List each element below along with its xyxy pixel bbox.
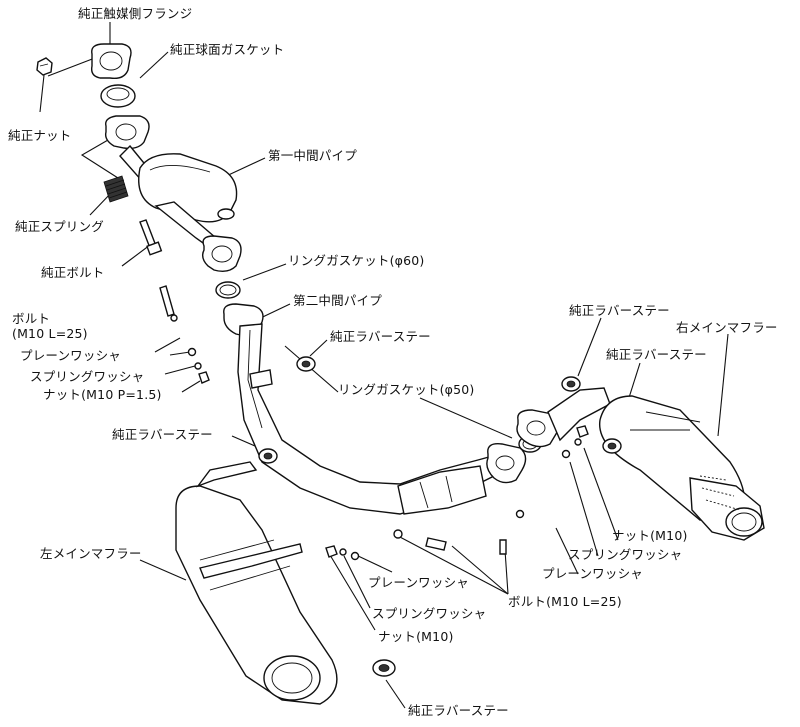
label-left-muffler: 左メインマフラー [40, 546, 142, 561]
second-mid-pipe [223, 303, 501, 515]
label-nut-left: ナット(M10 P=1.5) [43, 387, 162, 402]
genuine-nut [36, 57, 53, 76]
right-joint-flange [486, 443, 527, 484]
left-bolt [159, 285, 178, 322]
joint-flange-60 [201, 235, 242, 273]
label-bolt-left: ボルト [12, 311, 51, 326]
genuine-bolt [139, 219, 163, 256]
label-spring-washer-center: スプリングワッシャ [372, 606, 487, 621]
center-nut-washers [325, 529, 403, 561]
right-nut-washers [561, 425, 589, 459]
bottom-rubber-stay [372, 659, 396, 677]
ring-gasket-60 [215, 281, 241, 299]
label-spring-washer-left: スプリングワッシャ [30, 369, 145, 384]
label-plain-washer-center: プレーンワッシャ [368, 575, 469, 590]
left-main-muffler [175, 461, 338, 705]
label-rubber-stay-top-right: 純正ラバーステー [569, 303, 670, 318]
label-bolt-m10: ボルト(M10 L=25) [508, 594, 622, 609]
right-pipe-flange [516, 387, 611, 448]
leader-lines [39, 22, 729, 709]
label-ring-gasket-60: リングガスケット(φ60) [288, 253, 425, 268]
label-ring-gasket-50: リングガスケット(φ50) [338, 382, 475, 397]
label-mid-pipe-1: 第一中間パイプ [268, 148, 357, 163]
label-nut-genuine: 純正ナット [8, 128, 72, 143]
center-rubber-stay [296, 356, 316, 372]
label-bolt-genuine: 純正ボルト [41, 265, 105, 280]
label-flange: 純正触媒側フランジ [78, 6, 193, 21]
catalyst-flange [90, 43, 132, 80]
left-washers-nut [187, 347, 210, 384]
label-plain-washer-right: プレーンワッシャ [542, 566, 643, 581]
first-mid-pipe [104, 115, 238, 250]
label-right-muffler: 右メインマフラー [676, 320, 778, 335]
label-sphere-gasket: 純正球面ガスケット [170, 42, 285, 57]
label-rubber-stay-center: 純正ラバーステー [330, 329, 431, 344]
label-bolt-left-spec: (M10 L=25) [12, 326, 88, 341]
label-rubber-stay-left: 純正ラバーステー [112, 427, 213, 442]
label-nut-m10-center: ナット(M10) [378, 629, 454, 644]
label-spring-genuine: 純正スプリング [15, 219, 104, 234]
left-rubber-stay [258, 448, 278, 464]
label-spring-washer-right: スプリングワッシャ [568, 547, 683, 562]
label-nut-m10-right: ナット(M10) [612, 528, 688, 543]
label-mid-pipe-2: 第二中間パイプ [293, 293, 382, 308]
right-main-muffler [599, 395, 765, 541]
label-plain-washer-left: プレーンワッシャ [20, 348, 121, 363]
label-rubber-stay-bottom: 純正ラバーステー [408, 703, 509, 718]
center-bolts [425, 509, 525, 555]
sphere-gasket [100, 84, 136, 108]
genuine-spring [103, 175, 129, 203]
label-rubber-stay-right: 純正ラバーステー [606, 347, 707, 362]
right-rubber-stays [561, 376, 622, 454]
